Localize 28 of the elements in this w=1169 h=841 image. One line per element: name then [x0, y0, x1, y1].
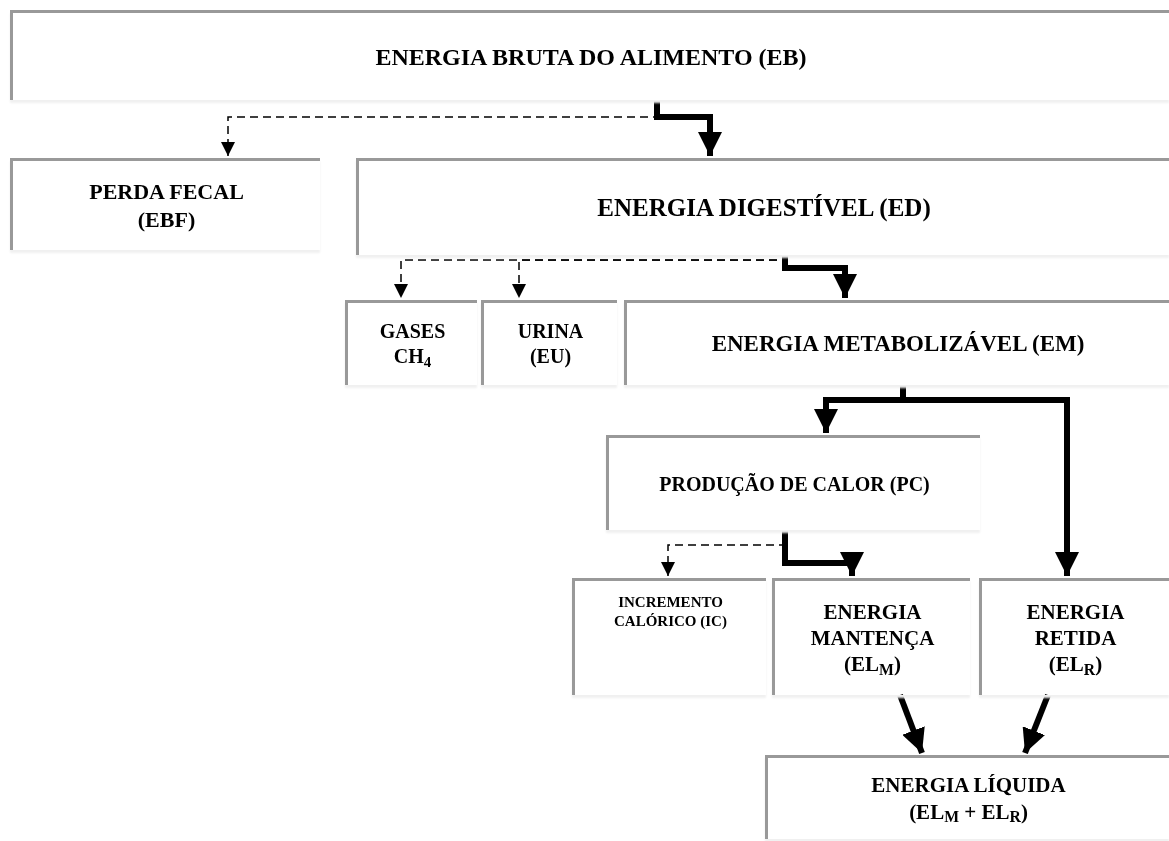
process-box: [345, 300, 477, 385]
arrow: [900, 385, 1079, 576]
box-label: ENERGIA MANTENÇA (EL$_{M}$): [809, 598, 936, 678]
process-box: [356, 158, 1169, 255]
arrow: [782, 255, 857, 298]
box-label: GASES CH$_{4}$: [378, 319, 447, 369]
arrow: [897, 693, 925, 755]
arrow: [1022, 693, 1051, 755]
process-box: [10, 158, 320, 250]
arrow: [782, 530, 864, 576]
process-box: [979, 578, 1169, 695]
arrow: [654, 100, 722, 156]
box-label: ENERGIA RETIDA (EL$_{R}$): [1025, 598, 1126, 678]
box-label: PRODUÇÃO DE CALOR (PC): [659, 471, 930, 497]
process-box: [765, 755, 1169, 839]
box-label: INCREMENTO CALÓRICO (IC): [613, 593, 728, 631]
process-box: [10, 10, 1169, 100]
box-label: PERDA FECAL (EBF): [88, 178, 245, 233]
process-box: [606, 435, 980, 530]
process-box: [624, 300, 1169, 385]
box-label: ENERGIA DIGESTÍVEL (ED): [597, 193, 931, 224]
process-box: [772, 578, 970, 695]
box-label: ENERGIA BRUTA DO ALIMENTO (EB): [375, 42, 807, 72]
process-box: [481, 300, 617, 385]
box-label: ENERGIA LÍQUIDA (EL$_{M}$ + EL$_{R}$): [870, 772, 1067, 825]
box-label: ENERGIA METABOLIZÁVEL (EM): [711, 329, 1085, 358]
box-label: URINA (EU): [516, 319, 585, 369]
process-box: [572, 578, 766, 695]
